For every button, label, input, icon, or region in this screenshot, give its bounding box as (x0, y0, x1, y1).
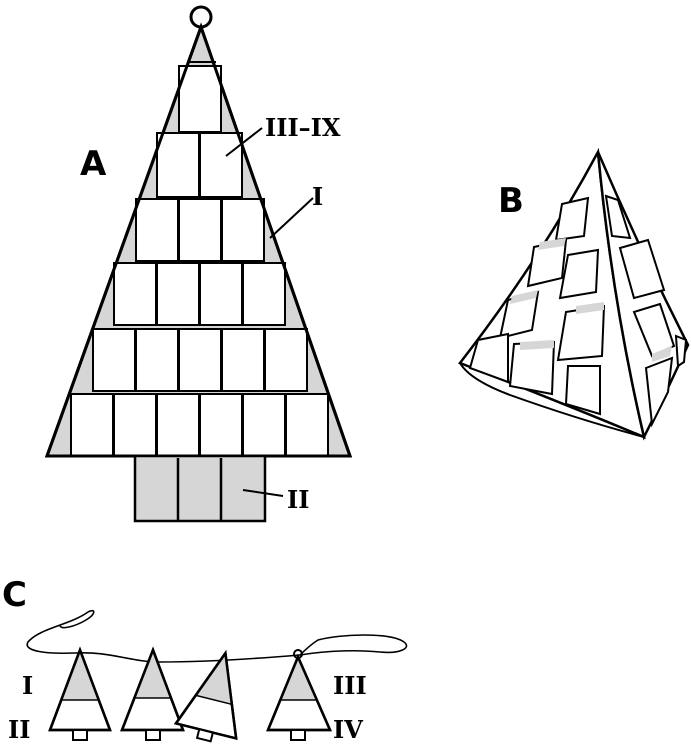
garland-tree-1 (48, 646, 112, 741)
tile-row-3 (135, 198, 265, 262)
garland-string-end (59, 609, 95, 629)
panel-a-label: A (80, 144, 107, 184)
tile-row-2 (156, 132, 243, 198)
tile-row-5 (92, 328, 308, 392)
tile-row-4 (113, 262, 286, 326)
pyramid-right-tiles (604, 194, 688, 428)
tile-row-1 (178, 65, 222, 133)
panel-b-label: B (498, 181, 524, 221)
garland-string (26, 611, 408, 663)
callout-line-top (225, 127, 263, 157)
garland-tree-4 (266, 649, 332, 741)
callout-line-trunk (242, 489, 284, 497)
callout-label-trunk: II (287, 485, 309, 514)
garland-tree-3 (173, 649, 238, 743)
garland-tree-2 (120, 646, 185, 741)
callout-label-top: III–IX (265, 113, 341, 142)
garland-label-left-top: I (22, 671, 33, 700)
garland-label-right-top: III (333, 671, 367, 700)
panel-b-pyramid: B (457, 147, 690, 441)
tree-trunk (133, 454, 267, 523)
panel-c-label: C (2, 575, 27, 615)
tile-row-6 (70, 393, 329, 457)
callout-label-side: I (312, 182, 323, 211)
pyramid-base-curve (459, 362, 645, 438)
panel-c-garland: C (2, 575, 408, 744)
garland-label-right-bottom: IV (333, 715, 363, 744)
callout-line-side (269, 197, 314, 239)
pyramid-shading (510, 238, 672, 362)
panel-a-tree: A III–IX I II (44, 5, 353, 523)
garland-label-left-bottom: II (8, 715, 30, 744)
